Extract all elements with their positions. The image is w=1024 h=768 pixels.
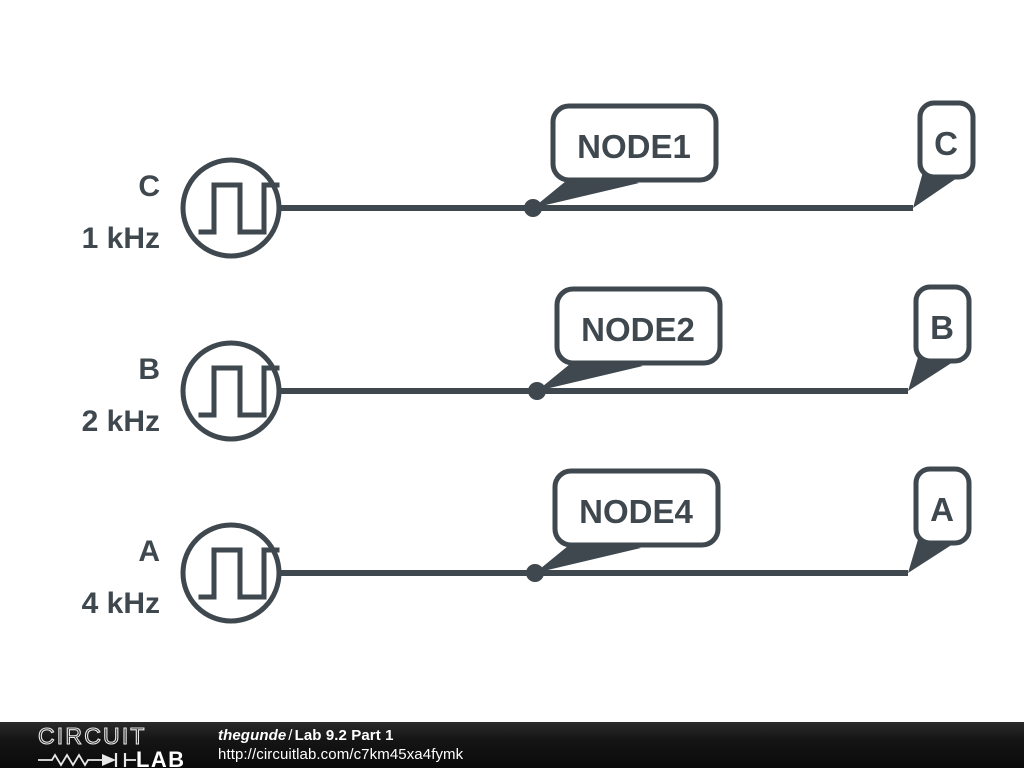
square-wave-source-row-3[interactable] [180, 522, 282, 624]
footer-project-title: Lab 9.2 Part 1 [294, 727, 394, 744]
square-wave-icon [198, 182, 280, 235]
logo-circuit-symbols [38, 753, 136, 767]
source-label-row-1: C [138, 170, 160, 203]
footer-bar: CIRCUIT LAB thegunde/Lab 9.2 Part 1 http… [0, 722, 1024, 768]
square-wave-icon [198, 365, 280, 418]
logo-wordmark-lab: LAB [136, 747, 185, 768]
source-frequency-row-2: 2 kHz [82, 405, 160, 438]
node-callout-bubble-row-1[interactable] [550, 103, 719, 183]
node-callout-bubble-row-3[interactable] [552, 468, 721, 548]
terminal-callout-bubble-row-1[interactable] [917, 100, 976, 180]
circuit-row-2[interactable]: B 2 kHz NODE2 B [82, 284, 972, 442]
square-wave-source-row-2[interactable] [180, 340, 282, 442]
source-label-row-3: A [138, 535, 160, 568]
square-wave-icon [198, 547, 280, 600]
terminal-label-row-2: B [930, 309, 954, 346]
square-wave-source-row-1[interactable] [180, 157, 282, 259]
source-frequency-row-1: 1 kHz [82, 222, 160, 255]
footer-metadata: thegunde/Lab 9.2 Part 1 http://circuitla… [218, 726, 978, 768]
circuit-row-1[interactable]: C 1 kHz NODE1 C [82, 100, 976, 259]
circuitlab-logo[interactable]: CIRCUIT LAB [36, 724, 212, 768]
node-label-row-3: NODE4 [579, 493, 693, 530]
terminal-label-row-1: C [934, 125, 958, 162]
circuit-row-3[interactable]: A 4 kHz NODE4 A [82, 466, 972, 624]
terminal-callout-bubble-row-2[interactable] [913, 284, 972, 364]
source-frequency-row-3: 4 kHz [82, 587, 160, 620]
node-callout-bubble-row-2[interactable] [554, 286, 723, 366]
source-label-row-2: B [138, 353, 160, 386]
terminal-label-row-3: A [930, 491, 954, 528]
footer-username[interactable]: thegunde [218, 727, 287, 744]
footer-credit-line: thegunde/Lab 9.2 Part 1 [218, 726, 978, 745]
node-label-row-1: NODE1 [577, 128, 691, 165]
footer-url[interactable]: http://circuitlab.com/c7km45xa4fymk [218, 746, 464, 763]
terminal-callout-bubble-row-3[interactable] [913, 466, 972, 546]
footer-separator: / [288, 727, 293, 744]
logo-wordmark-circuit: CIRCUIT [38, 724, 147, 749]
node-label-row-2: NODE2 [581, 311, 695, 348]
resistor-icon [38, 753, 102, 767]
diode-icon [102, 754, 116, 766]
